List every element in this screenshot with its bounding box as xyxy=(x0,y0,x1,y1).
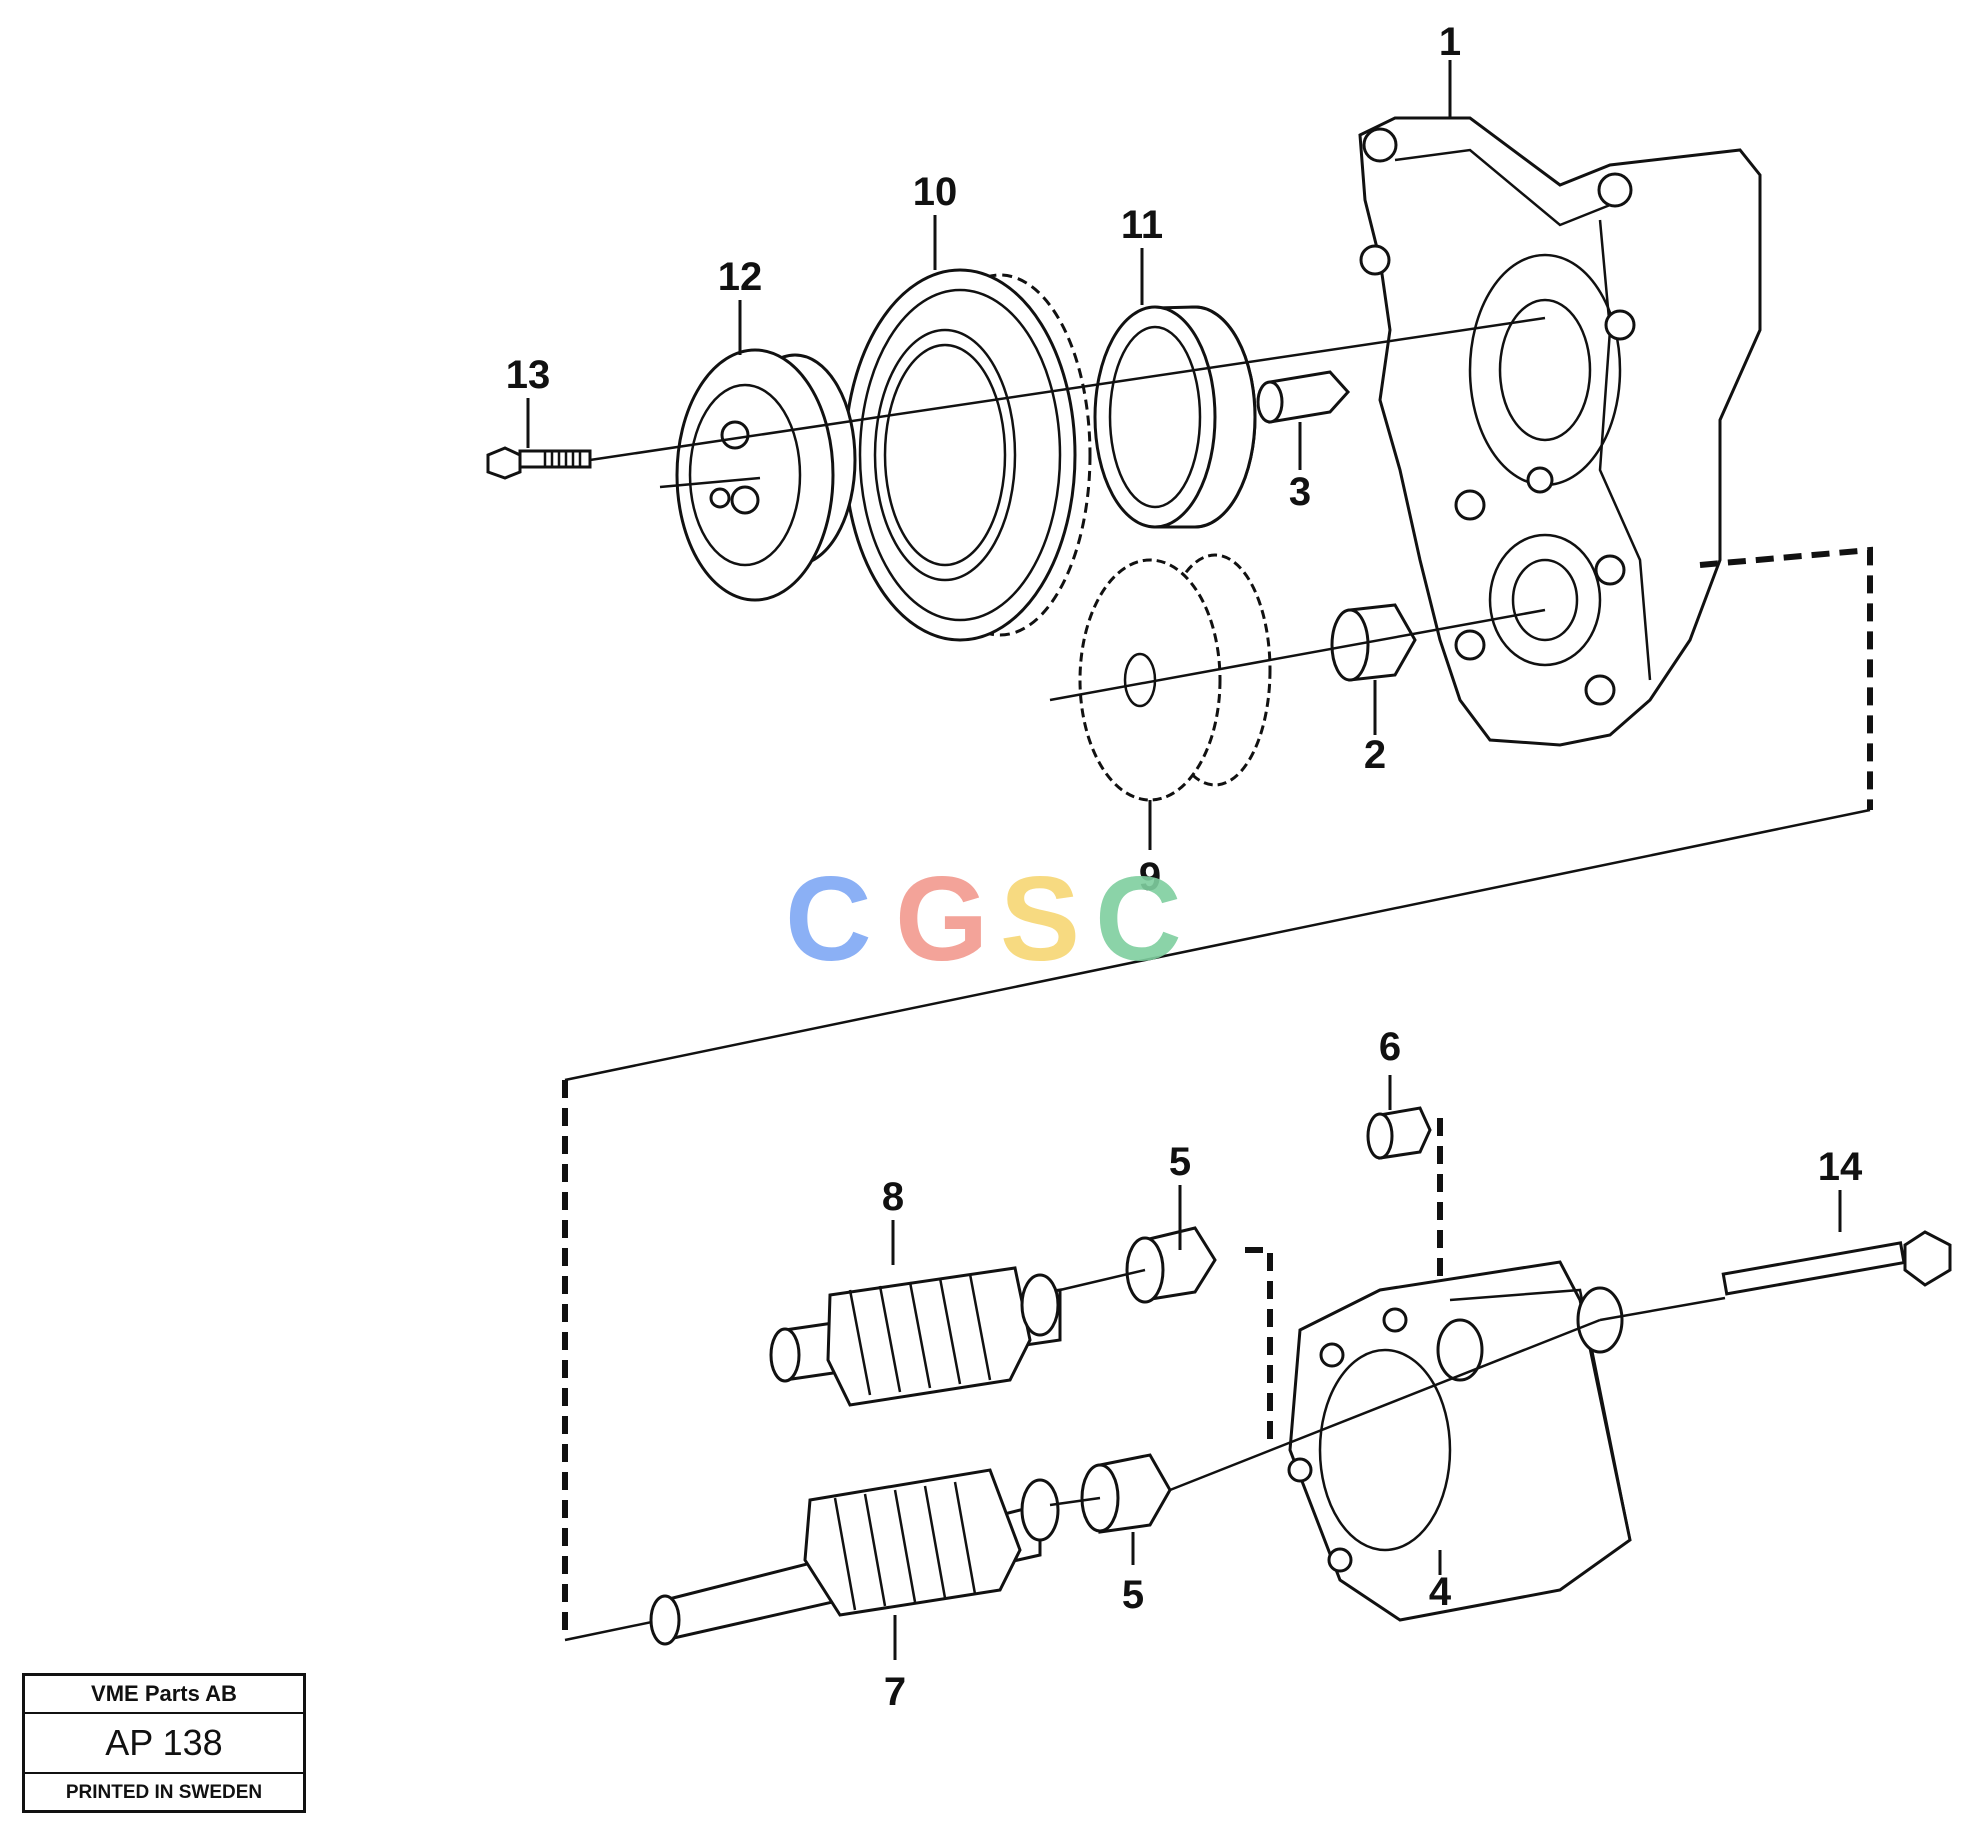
lower-axis-lines xyxy=(1049,1268,1601,1507)
part-10-large-gear xyxy=(843,268,1092,642)
part-13-bolt xyxy=(486,446,592,480)
callout-numbers: 1 2 3 4 5 5 6 7 8 9 10 11 12 13 14 xyxy=(506,20,1863,1714)
watermark-logo: C G S C xyxy=(785,852,1182,986)
watermark-letter-2: G xyxy=(895,852,988,986)
part-14-long-bolt xyxy=(1599,1230,1952,1322)
watermark-letter-4: C xyxy=(1095,852,1182,986)
part-12-hub xyxy=(675,348,857,602)
watermark-letter-1: C xyxy=(785,852,872,986)
diagram-code: AP 138 xyxy=(25,1714,303,1774)
callout-5-lower: 5 xyxy=(1122,1573,1144,1617)
title-block: VME Parts AB AP 138 PRINTED IN SWEDEN xyxy=(22,1673,306,1813)
callout-11: 11 xyxy=(1121,203,1163,247)
callout-2: 2 xyxy=(1364,733,1386,777)
part-5-bushing-lower xyxy=(1080,1453,1172,1534)
callout-3: 3 xyxy=(1289,470,1311,514)
callout-5-upper: 5 xyxy=(1169,1140,1191,1184)
callout-13: 13 xyxy=(506,353,551,397)
company-name: VME Parts AB xyxy=(25,1676,303,1714)
part-1-housing xyxy=(1358,116,1762,747)
callout-8: 8 xyxy=(882,1175,904,1219)
part-5-bushing-upper xyxy=(1125,1226,1217,1304)
part-2-bushing xyxy=(1330,603,1417,682)
watermark-letter-3: S xyxy=(1000,852,1080,986)
part-4-pump-body xyxy=(1287,1260,1632,1622)
callout-6: 6 xyxy=(1379,1025,1401,1069)
callout-4: 4 xyxy=(1429,1570,1452,1614)
callout-10: 10 xyxy=(913,170,958,214)
print-note: PRINTED IN SWEDEN xyxy=(65,1782,263,1803)
part-3-sleeve xyxy=(1256,370,1351,424)
callout-7: 7 xyxy=(884,1670,906,1714)
callout-1: 1 xyxy=(1439,20,1461,64)
callout-9: 9 xyxy=(1139,855,1161,899)
part-8-pinion-shaft xyxy=(769,1266,1062,1407)
part-11-ring xyxy=(1093,305,1257,529)
callout-12: 12 xyxy=(718,255,763,299)
callout-14: 14 xyxy=(1818,1145,1863,1189)
upper-axis-lines xyxy=(589,316,1546,702)
part-7-pinion-shaft xyxy=(649,1468,1060,1646)
callout-leaders xyxy=(526,60,1842,1660)
part-6-dowel xyxy=(1366,1106,1432,1160)
dashed-grouping-frame xyxy=(562,546,1873,1642)
